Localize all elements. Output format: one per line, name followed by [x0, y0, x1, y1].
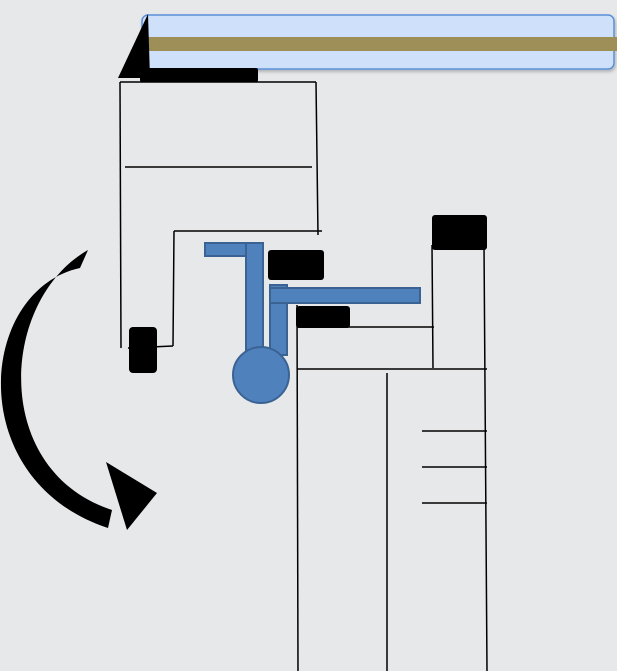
pivot-icon: [232, 346, 290, 404]
mechanism-horizontal-arm: [269, 287, 421, 304]
column-right-wall: [483, 244, 488, 671]
frame-line-left-outer: [119, 81, 122, 349]
line-frame: [119, 81, 488, 671]
blue-mechanism: [204, 242, 421, 404]
rotation-arrow-head: [106, 462, 157, 530]
frame-line-right-outer: [315, 81, 319, 236]
mechanism-left-stem: [245, 242, 264, 354]
column-tall-post: [431, 244, 434, 369]
rotation-arrow-icon: [0, 250, 157, 530]
block-mid-upper: [268, 250, 324, 280]
frame-line-inner-left: [172, 230, 175, 347]
top-bar-wedge: [118, 14, 150, 78]
rotation-arrow-body: [0, 250, 112, 528]
block-left-small: [129, 327, 157, 373]
block-right-top: [432, 215, 487, 250]
top-bar: [118, 14, 617, 82]
black-blocks: [129, 215, 487, 373]
block-mid-lower: [296, 306, 350, 328]
column-left-wall: [296, 304, 299, 671]
top-bar-black-foot: [140, 68, 258, 82]
top-bar-stripe: [142, 37, 617, 51]
